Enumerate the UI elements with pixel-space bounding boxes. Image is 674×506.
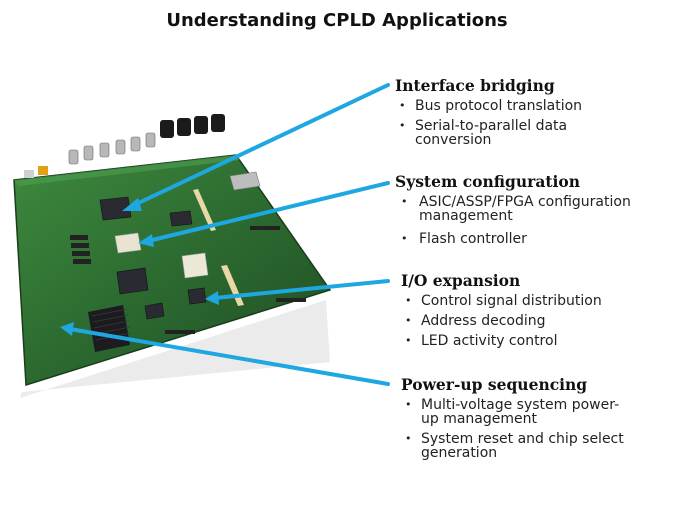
- section-io-expansion: I/O expansion Control signal distributio…: [401, 271, 602, 354]
- bullet-item: Flash controller: [395, 232, 659, 246]
- section-heading: Power-up sequencing: [401, 375, 588, 394]
- bullet-item: Control signal distribution: [401, 294, 602, 308]
- arrow-head-system-configuration: [138, 234, 154, 247]
- section-interface-bridging: Interface bridging Bus protocol translat…: [395, 76, 645, 153]
- bullet-item: Address decoding: [401, 314, 602, 328]
- arrow-head-power-up-sequencing: [60, 322, 74, 336]
- bullet-item: Serial-to-parallel data conversion: [395, 119, 645, 147]
- arrow-power-up-sequencing: [68, 327, 390, 386]
- arrow-head-interface-bridging: [122, 198, 142, 211]
- page-title: Understanding CPLD Applications: [166, 10, 508, 31]
- bullet-item: LED activity control: [401, 334, 602, 348]
- section-heading: System configuration: [395, 172, 581, 191]
- bullet-item: Bus protocol translation: [395, 99, 645, 113]
- section-heading: I/O expansion: [401, 271, 521, 290]
- section-heading: Interface bridging: [395, 76, 555, 95]
- arrow-system-configuration: [146, 181, 390, 243]
- section-system-configuration: System configuration ASIC/ASSP/FPGA conf…: [395, 172, 659, 252]
- arrow-io-expansion: [213, 279, 390, 300]
- bullet-item: Multi-voltage system power-up management: [401, 398, 631, 426]
- arrow-head-io-expansion: [205, 291, 219, 305]
- section-power-up-sequencing: Power-up sequencing Multi-voltage system…: [401, 375, 631, 466]
- arrow-interface-bridging: [128, 83, 390, 209]
- bullet-item: System reset and chip select generation: [401, 432, 631, 460]
- bullet-item: ASIC/ASSP/FPGA configuration management: [395, 195, 659, 223]
